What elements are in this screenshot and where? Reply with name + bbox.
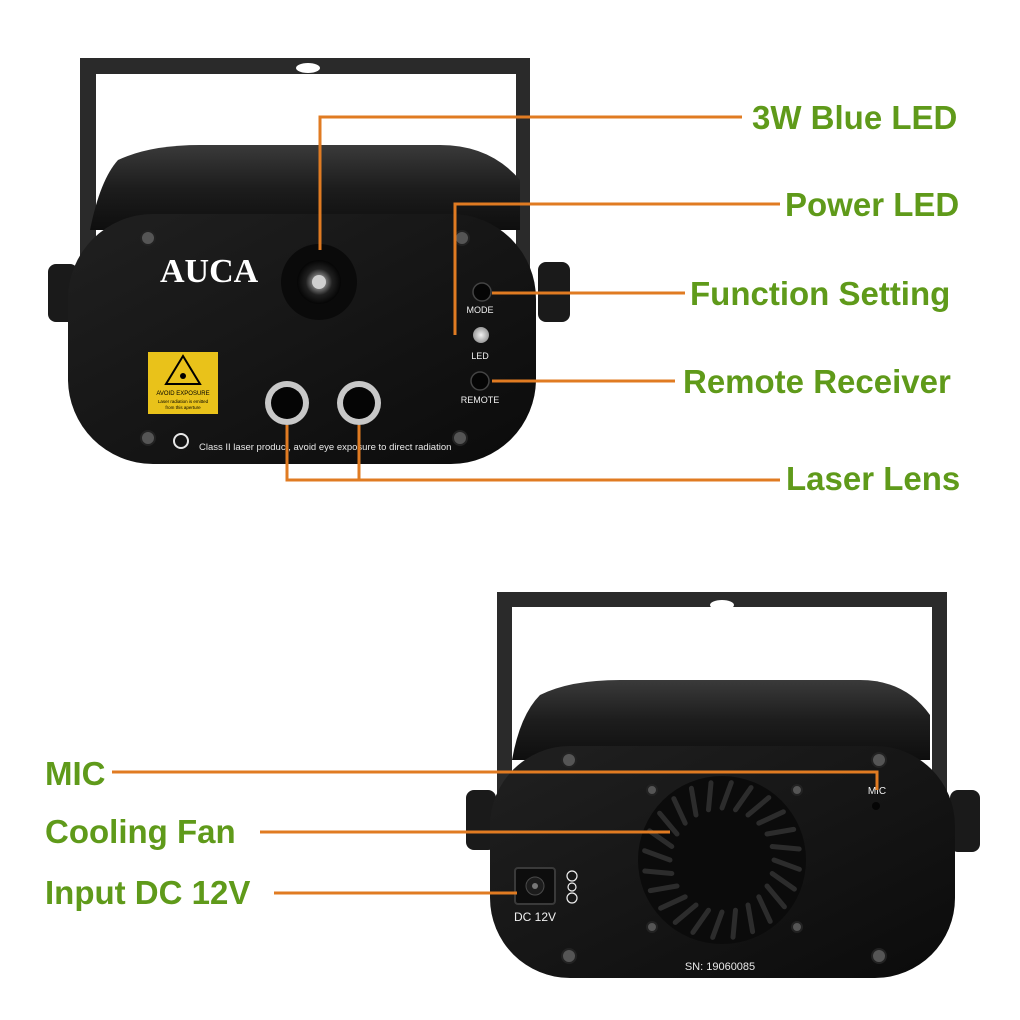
- mode-label: MODE: [467, 305, 494, 315]
- brand-logo: AUCA: [160, 253, 259, 290]
- class-notice: Class II laser product, avoid eye exposu…: [173, 433, 451, 453]
- fan-vent-slot: [771, 857, 802, 872]
- warning-label-line2: from this aperture: [165, 405, 201, 410]
- fan-vent-slot: [769, 844, 802, 852]
- mode-button[interactable]: [472, 282, 492, 302]
- fan-vent-slot: [710, 909, 725, 940]
- front-unit: AUCA AVOID EXPOSURE Laser radiation is e…: [48, 58, 570, 464]
- fan-vent-slot: [657, 810, 680, 837]
- callout-cooling-fan: Cooling Fan: [45, 813, 236, 850]
- leader-line-mic: [112, 770, 879, 790]
- laser-lens-right: [337, 381, 381, 425]
- fan-vent-slot: [671, 796, 688, 826]
- mic-label: MIC: [868, 786, 886, 797]
- mic-hole: [872, 802, 880, 810]
- callout-function-setting: Function Setting: [690, 275, 951, 312]
- class-notice-text: Class II laser product, avoid eye exposu…: [199, 442, 451, 453]
- fan-vent-slot: [764, 826, 797, 837]
- fan-vent-slot: [642, 868, 675, 876]
- polarity-symbol: [566, 870, 578, 904]
- fan-vent-slot: [745, 902, 756, 935]
- warning-label-line1: Laser radiation is emitted: [158, 399, 209, 404]
- rear-mounting-bracket: [497, 592, 947, 800]
- callout-mic: MIC: [45, 755, 106, 792]
- remote-label: REMOTE: [461, 395, 500, 405]
- rear-screws: [561, 752, 887, 964]
- rear-unit: MIC DC 12V SN: 19060085: [466, 592, 980, 978]
- front-mounting-bracket: [80, 58, 530, 290]
- fan-vent-slot: [719, 780, 734, 811]
- callout-remote-receiver: Remote Receiver: [683, 363, 951, 400]
- fan-vent-slot: [756, 809, 786, 826]
- remote-receiver: [470, 371, 490, 391]
- dc-label: DC 12V: [514, 910, 556, 924]
- rear-housing-top: [512, 680, 930, 760]
- fan-vent-slot: [733, 785, 754, 813]
- serial-number: SN: 19060085: [685, 961, 755, 973]
- laser-lens-left: [265, 381, 309, 425]
- warning-label-title: AVOID EXPOSURE: [156, 391, 209, 397]
- laser-warning-label: AVOID EXPOSURE Laser radiation is emitte…: [148, 352, 218, 414]
- fan-vent-slot: [688, 785, 699, 818]
- fan-vent-slot: [642, 848, 673, 863]
- led-label: LED: [471, 351, 489, 361]
- fan-vent-slot: [690, 907, 711, 935]
- front-housing-top: [90, 145, 520, 230]
- fan-vent-slot: [647, 883, 680, 894]
- front-screws: [140, 230, 470, 446]
- cooling-fan-grille: [638, 776, 806, 944]
- leader-line-power-led: [453, 202, 780, 335]
- leader-line-blue-led: [318, 115, 742, 250]
- power-led: [473, 327, 489, 343]
- fan-vent-slot: [756, 894, 773, 924]
- fan-vent-slot: [706, 780, 714, 813]
- fan-vent-slot: [769, 871, 797, 892]
- fan-vent-slot: [764, 883, 787, 910]
- dc-input-jack: [514, 867, 556, 905]
- leader-lines: [112, 115, 879, 895]
- leader-line-laser-lens: [285, 425, 780, 482]
- callout-laser-lens: Laser Lens: [786, 460, 961, 497]
- callout-input-dc: Input DC 12V: [45, 874, 251, 911]
- rear-right-knob: [950, 790, 980, 852]
- rear-left-knob: [466, 790, 496, 850]
- fan-vent-slot: [672, 902, 699, 925]
- fan-vent-slot: [730, 907, 738, 940]
- fan-vent-slot: [745, 795, 772, 818]
- fan-vent-slot: [658, 894, 688, 911]
- callout-blue-led: 3W Blue LED: [752, 99, 958, 136]
- callout-power-led: Power LED: [785, 186, 960, 223]
- blue-led-lens: [281, 244, 357, 320]
